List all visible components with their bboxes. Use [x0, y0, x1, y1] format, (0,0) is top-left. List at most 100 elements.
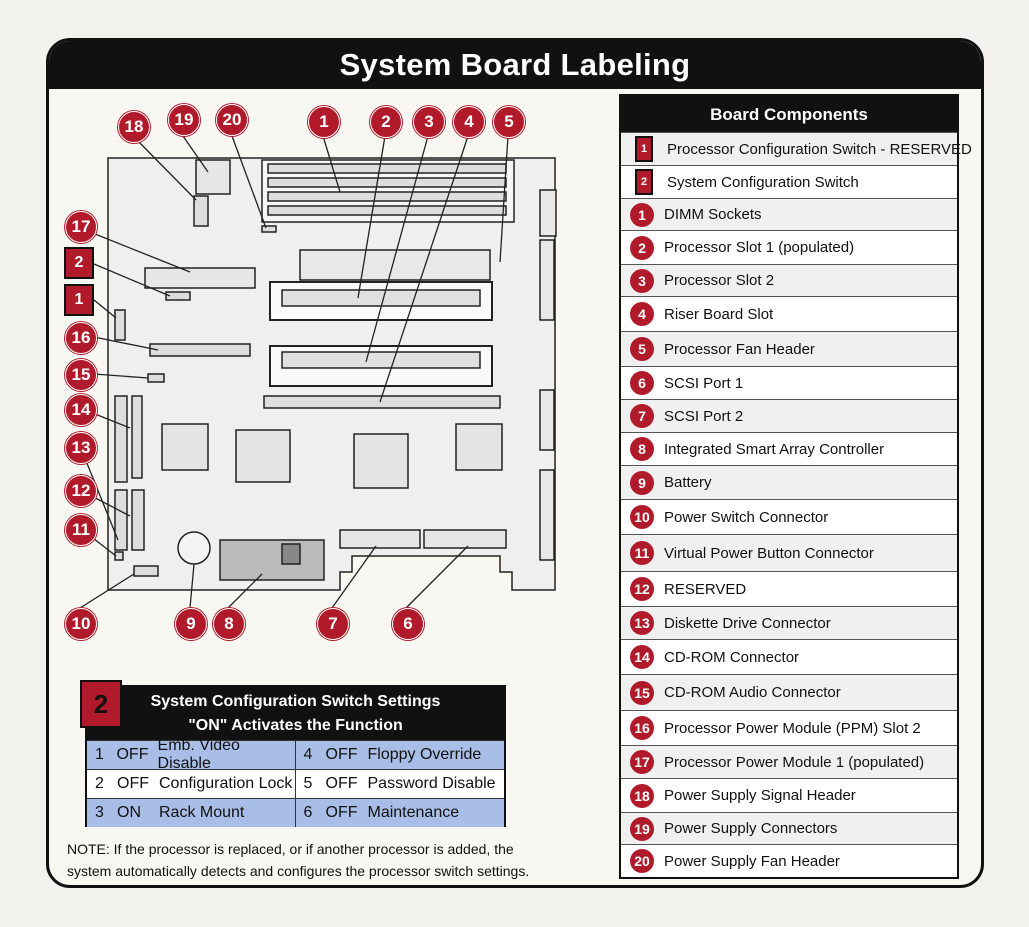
component-label: Processor Fan Header — [664, 340, 815, 358]
switch-state: OFF — [116, 746, 149, 763]
callout-10: 10 — [65, 608, 97, 640]
power-supply-connectors — [195, 159, 231, 195]
callout-1: 1 — [308, 106, 340, 138]
callout-11: 11 — [65, 514, 97, 546]
diskette-connector — [114, 489, 128, 551]
rear-connector — [539, 469, 555, 561]
rear-connector — [539, 389, 555, 451]
page-title: System Board Labeling — [49, 41, 981, 89]
component-row: 9 Battery — [621, 465, 957, 499]
component-label: Processor Configuration Switch - RESERVE… — [667, 140, 972, 158]
component-label: Processor Slot 1 (populated) — [664, 239, 855, 256]
component-number: 7 — [630, 404, 654, 428]
chip — [235, 429, 291, 483]
component-number: 17 — [630, 750, 654, 774]
cdrom-connector — [114, 395, 128, 483]
switch-number: 5 — [303, 775, 313, 792]
component-row: 15 CD-ROM Audio Connector — [621, 674, 957, 710]
cdrom-connector-2 — [131, 395, 143, 479]
component-row: 6 SCSI Port 1 — [621, 366, 957, 399]
rear-connector — [539, 189, 557, 237]
component-square-number: 2 — [635, 169, 653, 195]
component-row: 1 DIMM Sockets — [621, 198, 957, 230]
processor-slot-2-connector — [281, 351, 481, 369]
component-label: CD-ROM Audio Connector — [664, 684, 841, 701]
component-label: Diskette Drive Connector — [664, 614, 831, 632]
switch-function: Password Disable — [367, 775, 496, 792]
rear-connector — [539, 239, 555, 321]
switch-settings-title: System Configuration Switch Settings — [150, 693, 441, 710]
component-number: 1 — [630, 202, 654, 227]
component-number: 20 — [630, 849, 654, 873]
chip — [455, 423, 503, 471]
component-number: 11 — [630, 541, 654, 565]
reserved-connector — [131, 489, 145, 551]
note: NOTE: If the processor is replaced, or i… — [67, 838, 557, 882]
note-line-2: system automatically detects and configu… — [67, 863, 530, 879]
dimm-socket — [267, 191, 507, 202]
chip — [161, 423, 209, 471]
square-callout-2: 2 — [64, 247, 94, 279]
callout-18: 18 — [118, 111, 150, 143]
switch-function: Configuration Lock — [159, 775, 293, 792]
callout-3: 3 — [413, 106, 445, 138]
callout-7: 7 — [317, 608, 349, 640]
dimm-socket — [267, 177, 507, 188]
component-label: DIMM Sockets — [664, 206, 762, 223]
battery — [177, 531, 211, 565]
callout-17: 17 — [65, 211, 97, 243]
component-number: 2 — [630, 235, 654, 260]
component-label: Power Supply Connectors — [664, 820, 838, 837]
component-row: 2 Processor Slot 1 (populated) — [621, 230, 957, 264]
ppm-module-1 — [144, 267, 256, 289]
callout-6: 6 — [392, 608, 424, 640]
switch-function: Emb. Video Disable — [157, 737, 240, 772]
callout-12: 12 — [65, 475, 97, 507]
component-label: Integrated Smart Array Controller — [664, 440, 885, 458]
switch-number: 4 — [303, 746, 313, 763]
component-number: 6 — [630, 371, 654, 395]
callout-4: 4 — [453, 106, 485, 138]
callout-8: 8 — [213, 608, 245, 640]
component-label: Battery — [664, 474, 712, 491]
component-row: 1 Processor Configuration Switch - RESERV… — [621, 132, 972, 165]
component-number: 15 — [630, 680, 654, 705]
callout-15: 15 — [65, 359, 97, 391]
switch-function: Maintenance — [367, 804, 460, 821]
switch-badge: 2 — [80, 680, 122, 728]
component-label: Power Supply Signal Header — [664, 787, 856, 804]
processor-config-switch — [114, 309, 126, 341]
scsi-port-2 — [339, 529, 421, 549]
switch-state: ON — [117, 804, 141, 821]
smart-array-controller — [219, 539, 325, 581]
callout-19: 19 — [168, 104, 200, 136]
component-number: 9 — [630, 470, 654, 495]
component-number: 14 — [630, 645, 654, 669]
component-label: SCSI Port 1 — [664, 374, 744, 392]
callout-2: 2 — [370, 106, 402, 138]
component-label: Processor Power Module (PPM) Slot 2 — [664, 719, 921, 737]
component-square-number: 1 — [635, 136, 653, 162]
cdrom-audio-connector — [147, 373, 165, 383]
component-label: Power Switch Connector — [664, 508, 829, 526]
switch-number: 6 — [303, 804, 313, 821]
ppm-slot-2 — [149, 343, 251, 357]
chip — [353, 433, 409, 489]
switch-number: 3 — [95, 804, 104, 821]
component-number: 18 — [630, 783, 654, 808]
dimm-socket — [267, 205, 507, 216]
switch-settings-subtitle: "ON" Activates the Function — [188, 717, 403, 734]
component-label: RESERVED — [664, 580, 747, 598]
